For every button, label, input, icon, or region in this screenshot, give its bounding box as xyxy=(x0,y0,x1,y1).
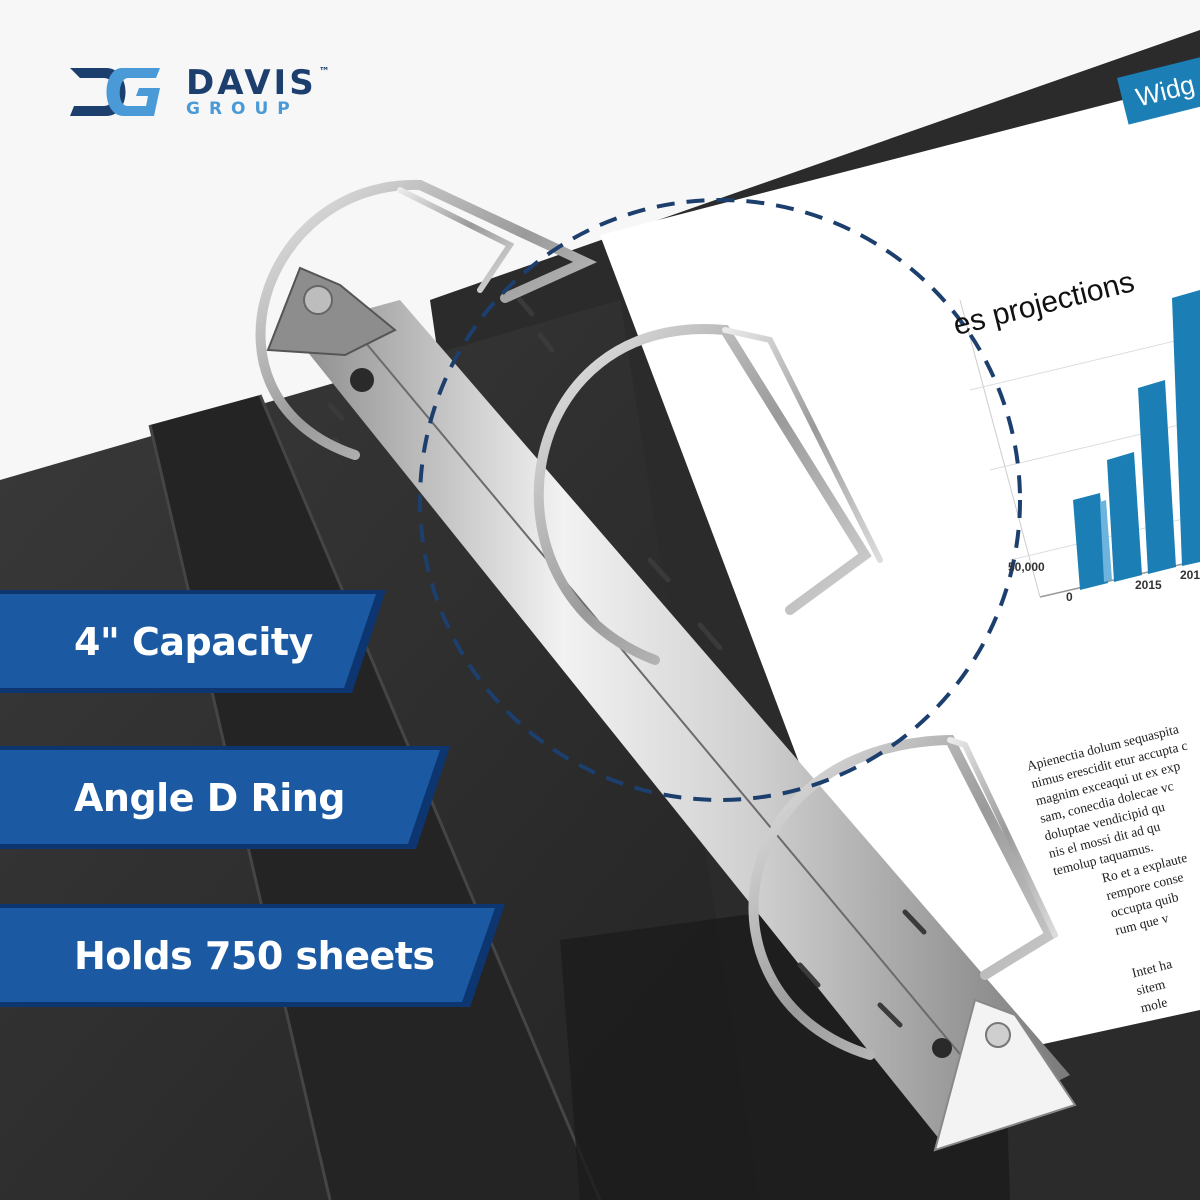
banner-background xyxy=(0,590,386,693)
feature-label: 4" Capacity xyxy=(74,619,313,664)
brand-name: DAVIS xyxy=(186,63,317,103)
x-axis-year-1: 2015 xyxy=(1135,578,1162,592)
bar-chart-graphic xyxy=(959,290,1200,598)
d-rings xyxy=(255,179,1058,1060)
ring-booster-levers xyxy=(266,266,1077,1152)
feature-label: Angle D Ring xyxy=(74,775,346,820)
document-tab-text: Widg xyxy=(1132,69,1198,113)
trademark-symbol: ™ xyxy=(318,65,330,78)
y-axis-tick: 50,000 xyxy=(1008,560,1045,574)
axis-zero: 0 xyxy=(1066,590,1073,604)
feature-label: Holds 750 sheets xyxy=(74,933,435,978)
dg-monogram-logo xyxy=(70,68,160,116)
banner-background xyxy=(0,746,450,849)
mechanism-slots xyxy=(327,297,927,1028)
brand-subline: GROUP xyxy=(186,99,299,119)
feature-banner-capacity: 4" Capacity xyxy=(0,590,386,693)
feature-banner-sheets: Holds 750 sheets xyxy=(0,904,505,1007)
zoom-highlight-circle xyxy=(418,198,1022,802)
banner-background xyxy=(0,904,505,1007)
x-axis-year-2: 201 xyxy=(1180,568,1200,582)
paper-sheet xyxy=(600,80,1200,1060)
feature-banner-ring: Angle D Ring xyxy=(0,746,450,849)
